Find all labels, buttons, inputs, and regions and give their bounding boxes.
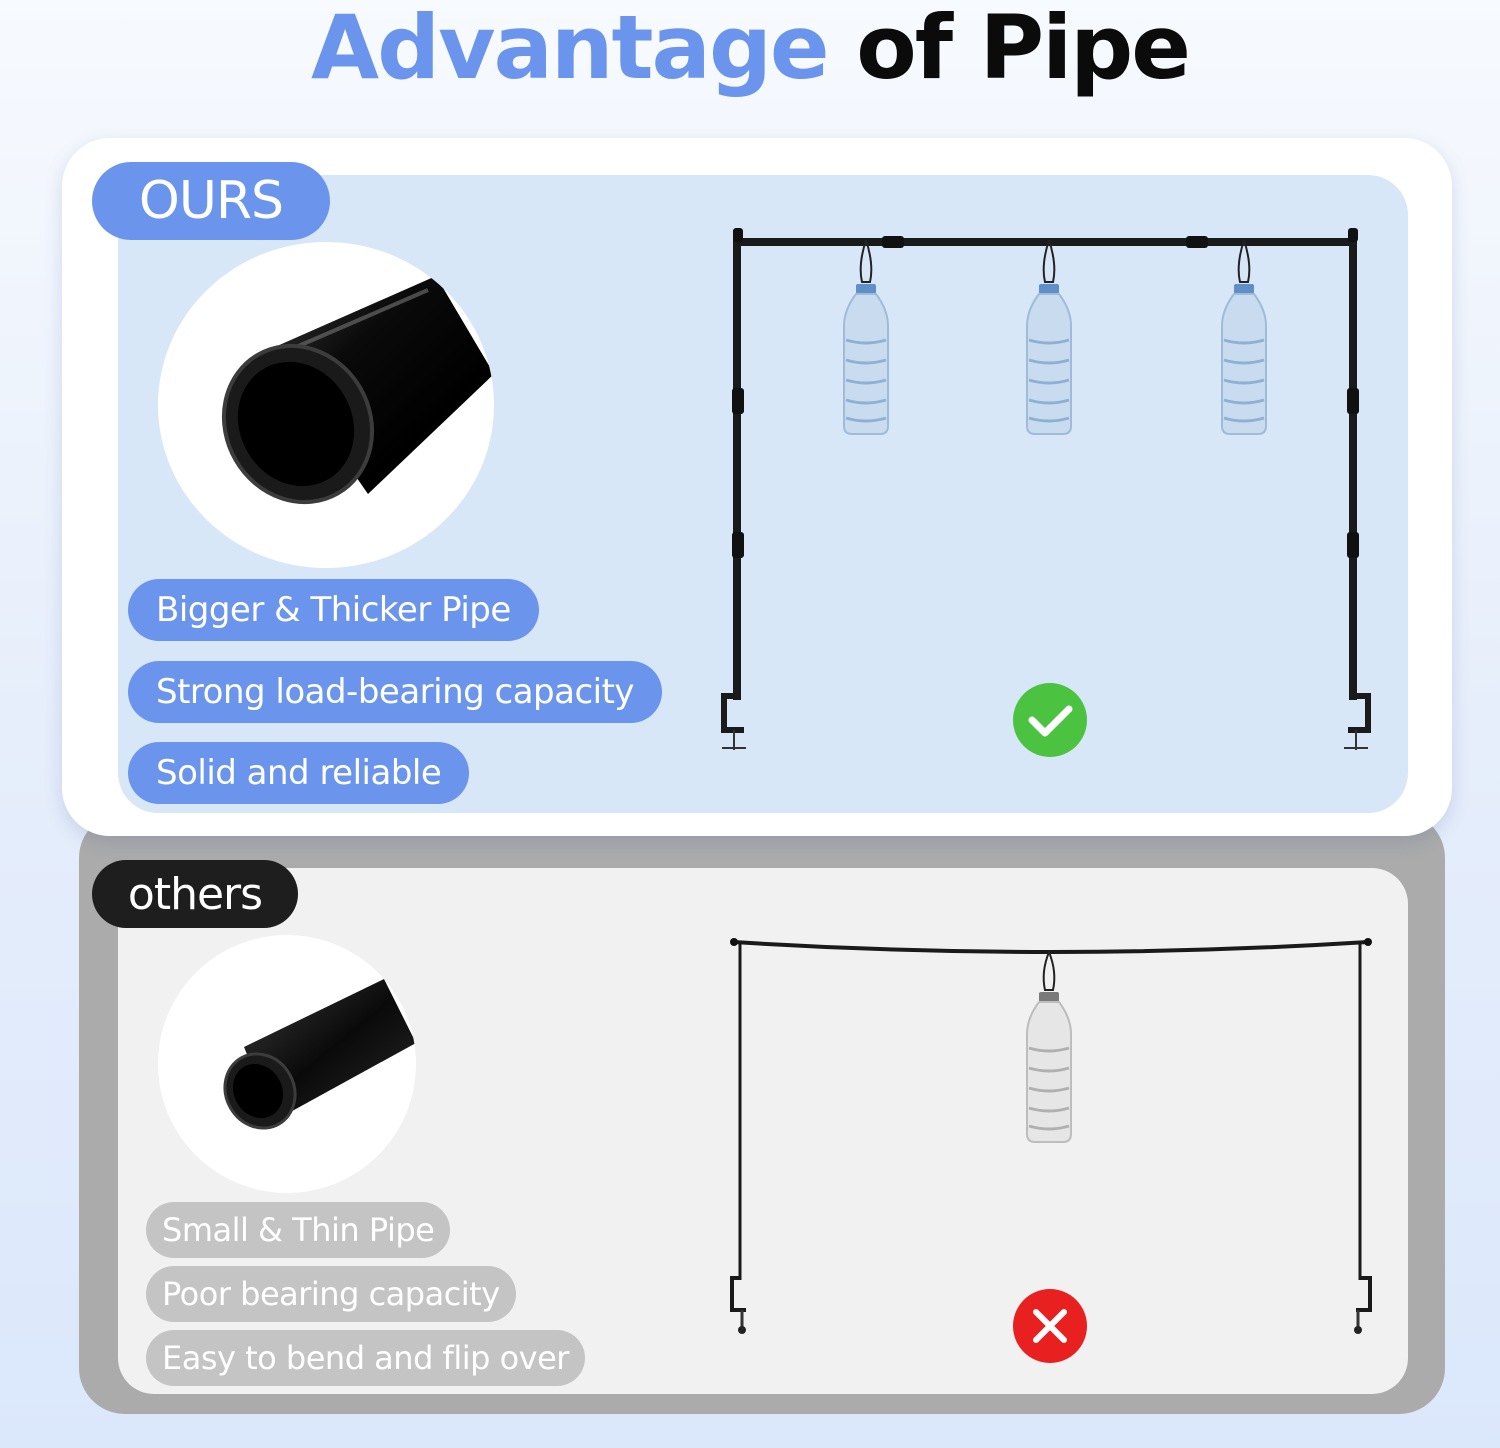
ours-feature-1: Bigger & Thicker Pipe <box>128 579 539 641</box>
title-rest: of Pipe <box>856 0 1191 99</box>
bottle-single <box>1026 951 1072 1143</box>
others-feature-1: Small & Thin Pipe <box>146 1202 451 1258</box>
cross-icon <box>1013 1289 1087 1363</box>
check-icon <box>1013 683 1087 757</box>
others-badge: others <box>92 860 298 928</box>
page-title: Advantage of Pipe <box>0 0 1500 110</box>
ours-feature-3: Solid and reliable <box>128 742 470 804</box>
thick-pipe-image <box>158 242 494 568</box>
others-stand-illustration <box>730 938 1372 1334</box>
others-feature-2: Poor bearing capacity <box>146 1266 516 1322</box>
bottle-group <box>843 239 1267 435</box>
ours-feature-2: Strong load-bearing capacity <box>128 661 663 723</box>
ours-stand-illustration <box>721 228 1371 750</box>
thin-pipe-icon <box>223 979 416 1130</box>
ours-badge: OURS <box>92 162 330 240</box>
thin-pipe-image <box>158 935 416 1193</box>
others-feature-3: Easy to bend and flip over <box>146 1330 585 1386</box>
title-accent: Advantage <box>311 0 830 99</box>
thick-pipe-icon <box>221 276 494 505</box>
